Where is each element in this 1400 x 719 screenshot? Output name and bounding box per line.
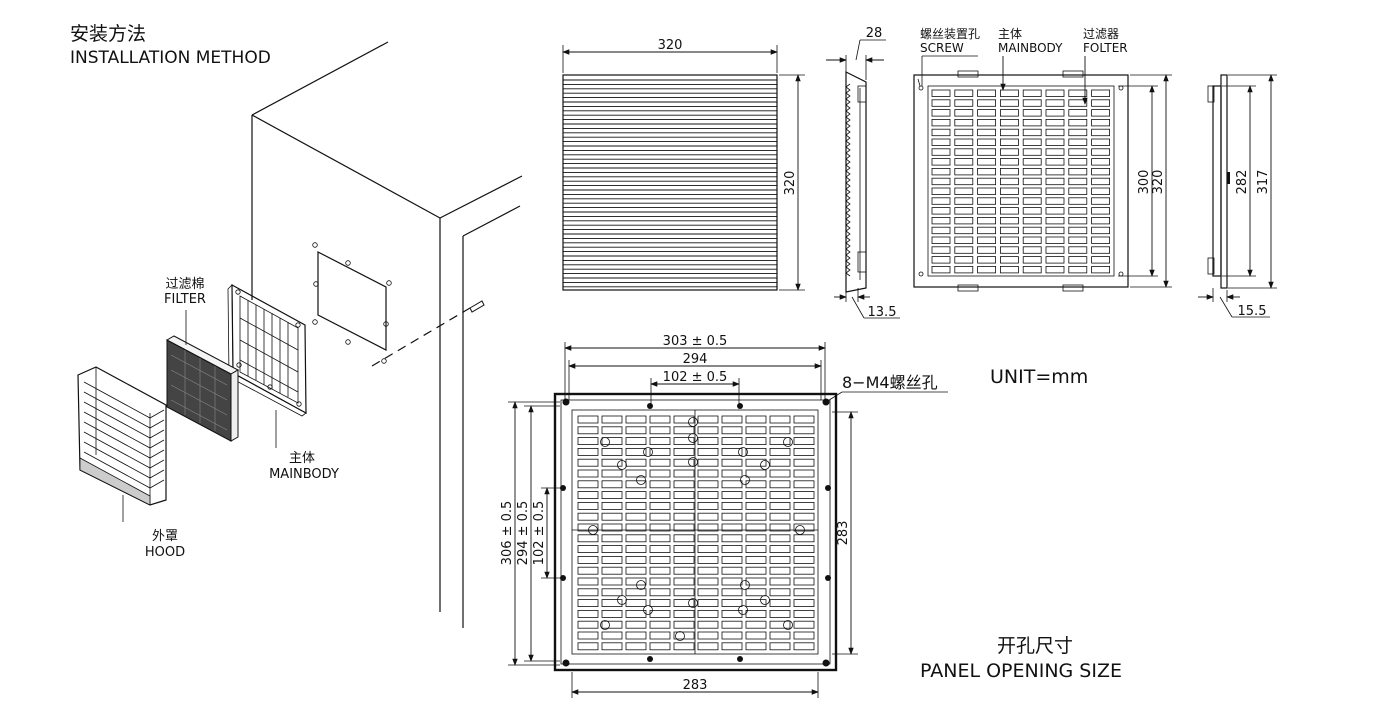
panel-width-hole-label: 102 ± 0.5 xyxy=(663,370,728,385)
filter-pad xyxy=(165,335,240,442)
hood-label-en: HOOD xyxy=(145,545,185,560)
back-mainbody-label-cn: 主体 xyxy=(998,27,1022,41)
panel-height-right-label: 283 xyxy=(836,521,851,546)
panel-width-bottom-label: 283 xyxy=(683,678,708,693)
right-depth-label: 15.5 xyxy=(1238,304,1267,319)
folter-label-en: FOLTER xyxy=(1083,41,1128,55)
back-mainbody-label-en: MAINBODY xyxy=(998,41,1063,55)
installation-title-en: INSTALLATION METHOD xyxy=(70,48,271,68)
filter-label-cn: 过滤棉 xyxy=(165,277,204,292)
panel-holes-label: 8−M4螺丝孔 xyxy=(842,373,938,392)
hood-label-cn: 外罩 xyxy=(152,529,178,544)
right-inner-label: 282 xyxy=(1235,170,1250,195)
back-inner-height-label: 300 xyxy=(1137,170,1152,195)
side-depth-top-label: 28 xyxy=(866,26,883,41)
front-view: 320 320 xyxy=(562,38,805,291)
panel-width-mid-label: 294 xyxy=(683,352,708,367)
right-outer-label: 317 xyxy=(1256,170,1271,195)
panel-width-outer-label: 303 ± 0.5 xyxy=(663,334,728,349)
panel-height-mid-label: 294 ± 0.5 xyxy=(516,501,531,566)
filter-label-en: FILTER xyxy=(164,292,206,307)
hood-part xyxy=(77,366,167,506)
front-height-label: 320 xyxy=(783,171,798,196)
mainbody-part xyxy=(227,283,307,417)
screw-label-en: SCREW xyxy=(920,41,964,55)
right-side-view: 282 317 15.5 xyxy=(1198,74,1277,319)
cabinet xyxy=(251,41,523,628)
side-depth-bottom-label: 13.5 xyxy=(868,305,897,320)
back-outer-height-label: 320 xyxy=(1151,170,1166,195)
panel-opening-title-cn: 开孔尺寸 xyxy=(997,635,1073,657)
back-view: 螺丝装置孔 SCREW 主体 MAINBODY 过滤器 FOLTER 300 3… xyxy=(913,27,1172,292)
installation-title-cn: 安装方法 xyxy=(70,23,146,45)
screw-label-cn: 螺丝装置孔 xyxy=(920,27,980,41)
panel-view: 303 ± 0.5 294 102 ± 0.5 8−M4螺丝孔 306 ± 0.… xyxy=(500,334,948,698)
side-view: 28 13.5 xyxy=(826,26,900,320)
panel-height-outer-label: 306 ± 0.5 xyxy=(500,501,515,566)
panel-height-hole-label: 102 ± 0.5 xyxy=(532,501,547,566)
folter-label-cn: 过滤器 xyxy=(1083,27,1119,41)
unit-label: UNIT=mm xyxy=(990,366,1088,388)
mainbody-label-cn: 主体 xyxy=(289,451,315,466)
panel-opening-title-en: PANEL OPENING SIZE xyxy=(920,660,1122,682)
mainbody-label-en: MAINBODY xyxy=(269,467,339,482)
front-width-label: 320 xyxy=(658,38,683,53)
installation-section: 安装方法 INSTALLATION METHOD xyxy=(70,23,523,628)
cabinet-opening xyxy=(312,242,485,367)
